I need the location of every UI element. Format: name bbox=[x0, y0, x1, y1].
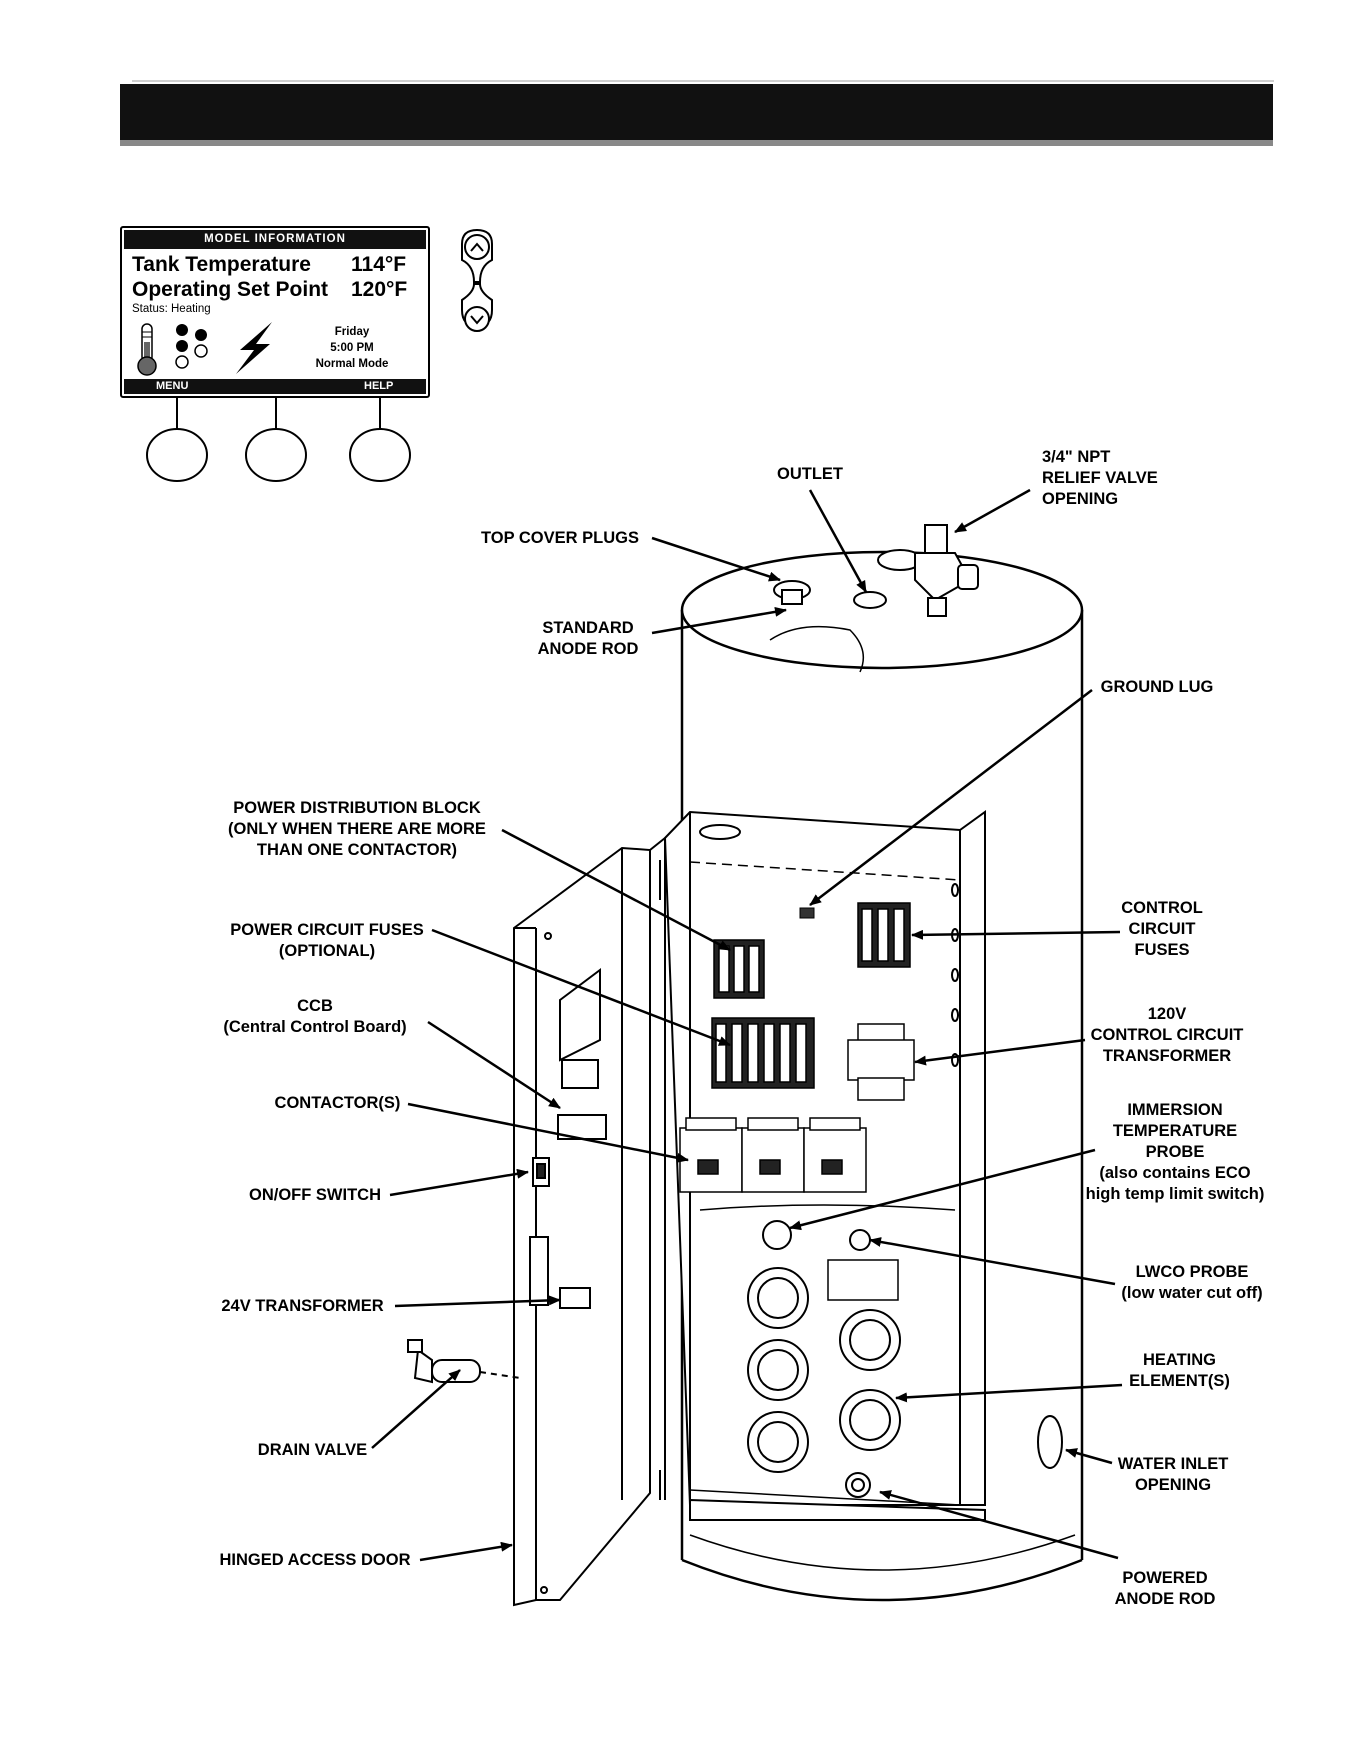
menu-label[interactable]: MENU bbox=[156, 380, 189, 392]
label-ccb: CCB(Central Control Board) bbox=[223, 997, 407, 1036]
label-24v-transformer: 24V TRANSFORMER bbox=[221, 1297, 384, 1315]
lcd-title: MODEL INFORMATION bbox=[124, 230, 426, 249]
power-distribution-block bbox=[713, 939, 765, 999]
section-header-bar bbox=[120, 84, 1273, 140]
lcd-display: MODEL INFORMATION Tank Temperature 114°F… bbox=[120, 226, 430, 398]
label-hinged-door: HINGED ACCESS DOOR bbox=[219, 1551, 411, 1569]
help-label[interactable]: HELP bbox=[364, 380, 394, 392]
set-point-value: 120°F bbox=[351, 278, 408, 301]
label-ground-lug: GROUND LUG bbox=[1100, 678, 1214, 696]
label-contactors: CONTACTOR(S) bbox=[274, 1094, 401, 1112]
time-text: 5:00 PM bbox=[330, 342, 374, 354]
contactors-part bbox=[679, 1117, 867, 1193]
lightning-bolt-icon bbox=[236, 322, 272, 374]
transformer-120v-part bbox=[847, 1023, 915, 1101]
tank-temperature-value: 114°F bbox=[351, 253, 407, 276]
top-fittings bbox=[773, 524, 979, 617]
label-power-fuses: POWER CIRCUIT FUSES(OPTIONAL) bbox=[230, 921, 424, 960]
control-circuit-fuses bbox=[857, 902, 911, 968]
drain-valve-part bbox=[407, 1339, 521, 1384]
hinged-access-door-part bbox=[513, 837, 666, 1607]
status-text: Status: Heating bbox=[132, 303, 211, 315]
section-header-shadow bbox=[120, 140, 1273, 146]
label-drain-valve: DRAIN VALVE bbox=[257, 1441, 368, 1459]
mode-text: Normal Mode bbox=[315, 358, 389, 370]
lcd-icons bbox=[137, 322, 272, 376]
center-softkey[interactable] bbox=[245, 428, 307, 482]
up-arrow-icon[interactable] bbox=[464, 234, 490, 260]
water-inlet-part bbox=[1037, 1415, 1063, 1469]
label-lwco-probe: LWCO PROBE(low water cut off) bbox=[1121, 1263, 1263, 1302]
set-point-label: Operating Set Point bbox=[132, 278, 329, 301]
tank-temperature-label: Tank Temperature bbox=[132, 253, 311, 276]
label-power-distribution: POWER DISTRIBUTION BLOCK(ONLY WHEN THERE… bbox=[228, 799, 486, 859]
down-arrow-icon[interactable] bbox=[464, 306, 490, 332]
day-text: Friday bbox=[334, 326, 370, 338]
menu-softkey[interactable] bbox=[146, 428, 208, 482]
label-onoff-switch: ON/OFF SWITCH bbox=[249, 1186, 381, 1204]
label-outlet: OUTLET bbox=[777, 465, 843, 483]
softkey-bar bbox=[124, 379, 426, 394]
softkey-buttons bbox=[146, 396, 411, 482]
help-softkey[interactable] bbox=[349, 428, 411, 482]
lcd-datetime: Friday 5:00 PM Normal Mode bbox=[297, 324, 407, 372]
top-rule bbox=[132, 80, 1274, 82]
nav-buttons bbox=[461, 228, 493, 332]
callout-arrows bbox=[371, 488, 1123, 1562]
thermometer-icon bbox=[137, 323, 157, 376]
ground-lug-part bbox=[799, 907, 815, 919]
indicator-dots-icon bbox=[175, 324, 208, 369]
label-top-cover-plugs: TOP COVER PLUGS bbox=[480, 529, 639, 547]
element-ports bbox=[747, 1220, 901, 1498]
power-circuit-fuses bbox=[711, 1017, 815, 1089]
